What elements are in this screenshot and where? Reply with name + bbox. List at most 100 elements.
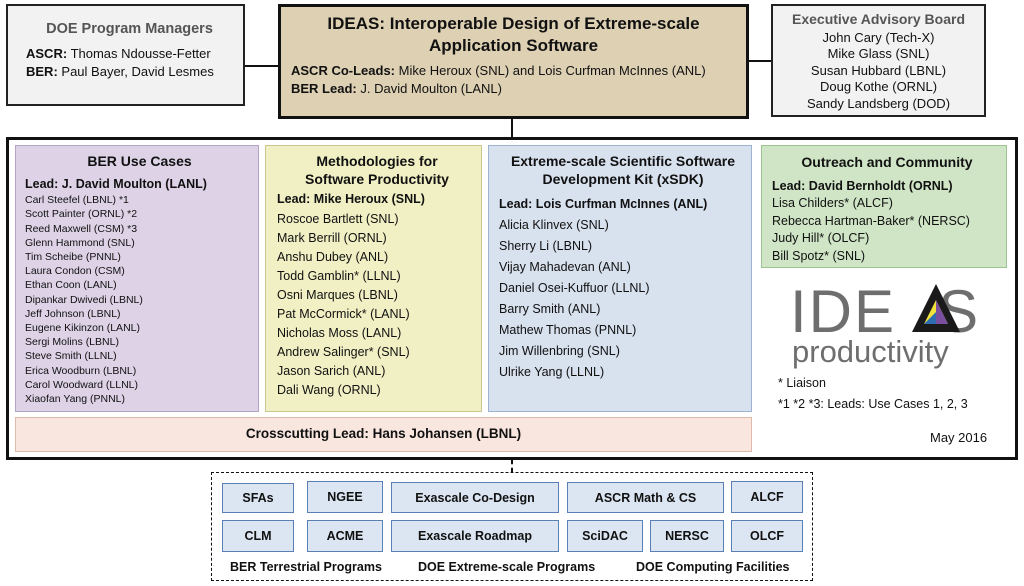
advisory-member: Mike Glass (SNL) (827, 46, 930, 62)
ber-member: Sergi Molins (LBNL) (25, 336, 119, 349)
ber-member: Glenn Hammond (SNL) (25, 236, 135, 249)
methodologies-title-1: Methodologies for (316, 153, 438, 169)
methods-member: Mark Berrill (ORNL) (277, 231, 387, 245)
program-sfas: SFAs (222, 483, 294, 513)
methods-member: Roscoe Bartlett (SNL) (277, 212, 399, 226)
advisory-box: Executive Advisory Board John Cary (Tech… (771, 4, 986, 117)
berlead-label: BER Lead: (291, 81, 357, 97)
ideas-box: IDEAS: Interoperable Design of Extreme-s… (278, 4, 749, 119)
outreach-members: Lisa Childers* (ALCF) Rebecca Hartman-Ba… (772, 195, 1002, 265)
program-ascr-math-cs: ASCR Math & CS (567, 482, 724, 513)
advisory-title: Executive Advisory Board (792, 11, 965, 27)
ber-member: Carl Steefel (LBNL) *1 (25, 194, 129, 207)
program-clm: CLM (222, 520, 294, 552)
methods-member: Osni Marques (LBNL) (277, 288, 398, 302)
ideas-title-2: Application Software (428, 36, 599, 56)
xsdk-lead: Lead: Lois Curfman McInnes (ANL) (499, 197, 708, 212)
ideas-coleads: ASCR Co-Leads: Mike Heroux (SNL) and Loi… (291, 63, 736, 79)
ber-member: Erica Woodburn (LBNL) (25, 364, 137, 377)
logo-word-productivity: productivity (792, 334, 949, 369)
methodologies-members: Roscoe Bartlett (SNL) Mark Berrill (ORNL… (277, 210, 477, 400)
note-leads: *1 *2 *3: Leads: Use Cases 1, 2, 3 (778, 397, 968, 411)
ber-label: BER: (26, 64, 58, 80)
ber-member: Scott Painter (ORNL) *2 (25, 208, 138, 221)
ber-member: Ethan Coon (LANL) (25, 279, 117, 292)
methods-member: Anshu Dubey (ANL) (277, 250, 389, 264)
advisory-member: Sandy Landsberg (DOD) (806, 96, 951, 111)
program-olcf: OLCF (731, 520, 803, 552)
ideas-title-1: IDEAS: Interoperable Design of Extreme-s… (327, 14, 700, 33)
outreach-lead: Lead: David Bernholdt (ORNL) (772, 178, 953, 193)
dashed-connector (511, 459, 513, 473)
logo-triangle-icon (912, 284, 960, 332)
xsdk-title-2: Development Kit (xSDK) (542, 171, 704, 188)
ascr-names: Thomas Ndousse-Fetter (70, 46, 211, 62)
category-doe-extreme-scale: DOE Extreme-scale Programs (418, 560, 596, 574)
crosscutting-label: Crosscutting Lead: Hans Johansen (LBNL) (245, 426, 522, 442)
outreach-member: Judy Hill* (OLCF) (772, 231, 870, 246)
xsdk-member: Daniel Osei-Kuffuor (LLNL) (499, 281, 650, 295)
note-date: May 2016 (930, 430, 988, 445)
advisory-member: Susan Hubbard (LBNL) (810, 62, 947, 78)
ber-member: Steve Smith (LLNL) (25, 350, 117, 363)
xsdk-box: Extreme-scale Scientific Software Develo… (488, 145, 752, 412)
methodologies-box: Methodologies for Software Productivity … (265, 145, 482, 412)
program-scidac: SciDAC (567, 520, 643, 552)
outreach-member: Rebecca Hartman-Baker* (NERSC) (772, 213, 970, 228)
ber-member: Eugene Kikinzon (LANL) (25, 321, 140, 334)
ber-member: Jeff Johnson (LBNL) (25, 307, 121, 320)
category-doe-computing: DOE Computing Facilities (636, 560, 790, 574)
ber-member: Reed Maxwell (CSM) *3 (25, 222, 138, 235)
methods-member: Dali Wang (ORNL) (277, 383, 381, 397)
doe-ascr-line: ASCR: Thomas Ndousse-Fetter (26, 46, 233, 62)
ideas-logo-svg: IDEAS productivity (790, 278, 978, 369)
crosscutting-box: Crosscutting Lead: Hans Johansen (LBNL) (15, 417, 752, 452)
methods-member: Andrew Salinger* (SNL) (277, 345, 410, 359)
ascr-label: ASCR: (26, 46, 68, 62)
ber-member: Tim Scheibe (PNNL) (25, 250, 121, 263)
doe-managers-box: DOE Program Managers ASCR: Thomas Ndouss… (6, 4, 245, 106)
ber-use-cases-box: BER Use Cases Lead: J. David Moulton (LA… (15, 145, 259, 412)
xsdk-member: Jim Willenbring (SNL) (499, 344, 620, 358)
programs-container (211, 472, 813, 581)
ber-use-cases-members: Carl Steefel (LBNL) *1 Scott Painter (OR… (25, 193, 254, 406)
outreach-title: Outreach and Community (801, 154, 973, 170)
program-nersc: NERSC (650, 520, 724, 552)
program-acme: ACME (307, 520, 383, 552)
outreach-box: Outreach and Community Lead: David Bernh… (761, 145, 1007, 268)
xsdk-member: Barry Smith (ANL) (499, 302, 601, 316)
ber-member: Dipankar Dwivedi (LBNL) (25, 293, 143, 306)
note-liaison: * Liaison (778, 376, 826, 390)
doe-managers-title: DOE Program Managers (46, 21, 213, 37)
ideas-logo: IDEAS productivity (788, 278, 988, 373)
methodologies-title-2: Software Productivity (305, 171, 449, 188)
program-exascale-roadmap: Exascale Roadmap (391, 520, 559, 552)
outreach-member: Bill Spotz* (SNL) (772, 248, 866, 263)
xsdk-member: Vijay Mahadevan (ANL) (499, 260, 631, 274)
connector-left (243, 65, 279, 67)
xsdk-members: Alicia Klinvex (SNL) Sherry Li (LBNL) Vi… (499, 215, 747, 383)
xsdk-member: Alicia Klinvex (SNL) (499, 218, 609, 232)
methods-member: Pat McCormick* (LANL) (277, 307, 410, 321)
methods-member: Todd Gamblin* (LLNL) (277, 269, 401, 283)
xsdk-title-1: Extreme-scale Scientific Software (510, 153, 736, 169)
program-alcf: ALCF (731, 481, 803, 513)
methods-member: Nicholas Moss (LANL) (277, 326, 402, 340)
program-ngee: NGEE (307, 481, 383, 513)
ber-use-cases-lead: Lead: J. David Moulton (LANL) (25, 176, 207, 191)
connector-down (511, 118, 513, 138)
ber-names: Paul Bayer, David Lesmes (61, 64, 214, 80)
doe-ber-line: BER: Paul Bayer, David Lesmes (26, 64, 233, 80)
connector-right (748, 60, 772, 62)
ber-use-cases-title: BER Use Cases (87, 153, 192, 169)
berlead-names: J. David Moulton (LANL) (360, 81, 502, 97)
advisory-member: John Cary (Tech-X) (822, 29, 935, 45)
xsdk-member: Mathew Thomas (PNNL) (499, 323, 637, 337)
advisory-member: Doug Kothe (ORNL) (819, 79, 938, 95)
coleads-label: ASCR Co-Leads: (291, 63, 396, 79)
ber-member: Xiaofan Yang (PNNL) (25, 392, 126, 405)
xsdk-member: Sherry Li (LBNL) (499, 239, 593, 253)
outreach-member: Lisa Childers* (ALCF) (772, 196, 893, 211)
methodologies-lead: Lead: Mike Heroux (SNL) (277, 192, 425, 207)
ideas-berlead: BER Lead: J. David Moulton (LANL) (291, 81, 736, 97)
